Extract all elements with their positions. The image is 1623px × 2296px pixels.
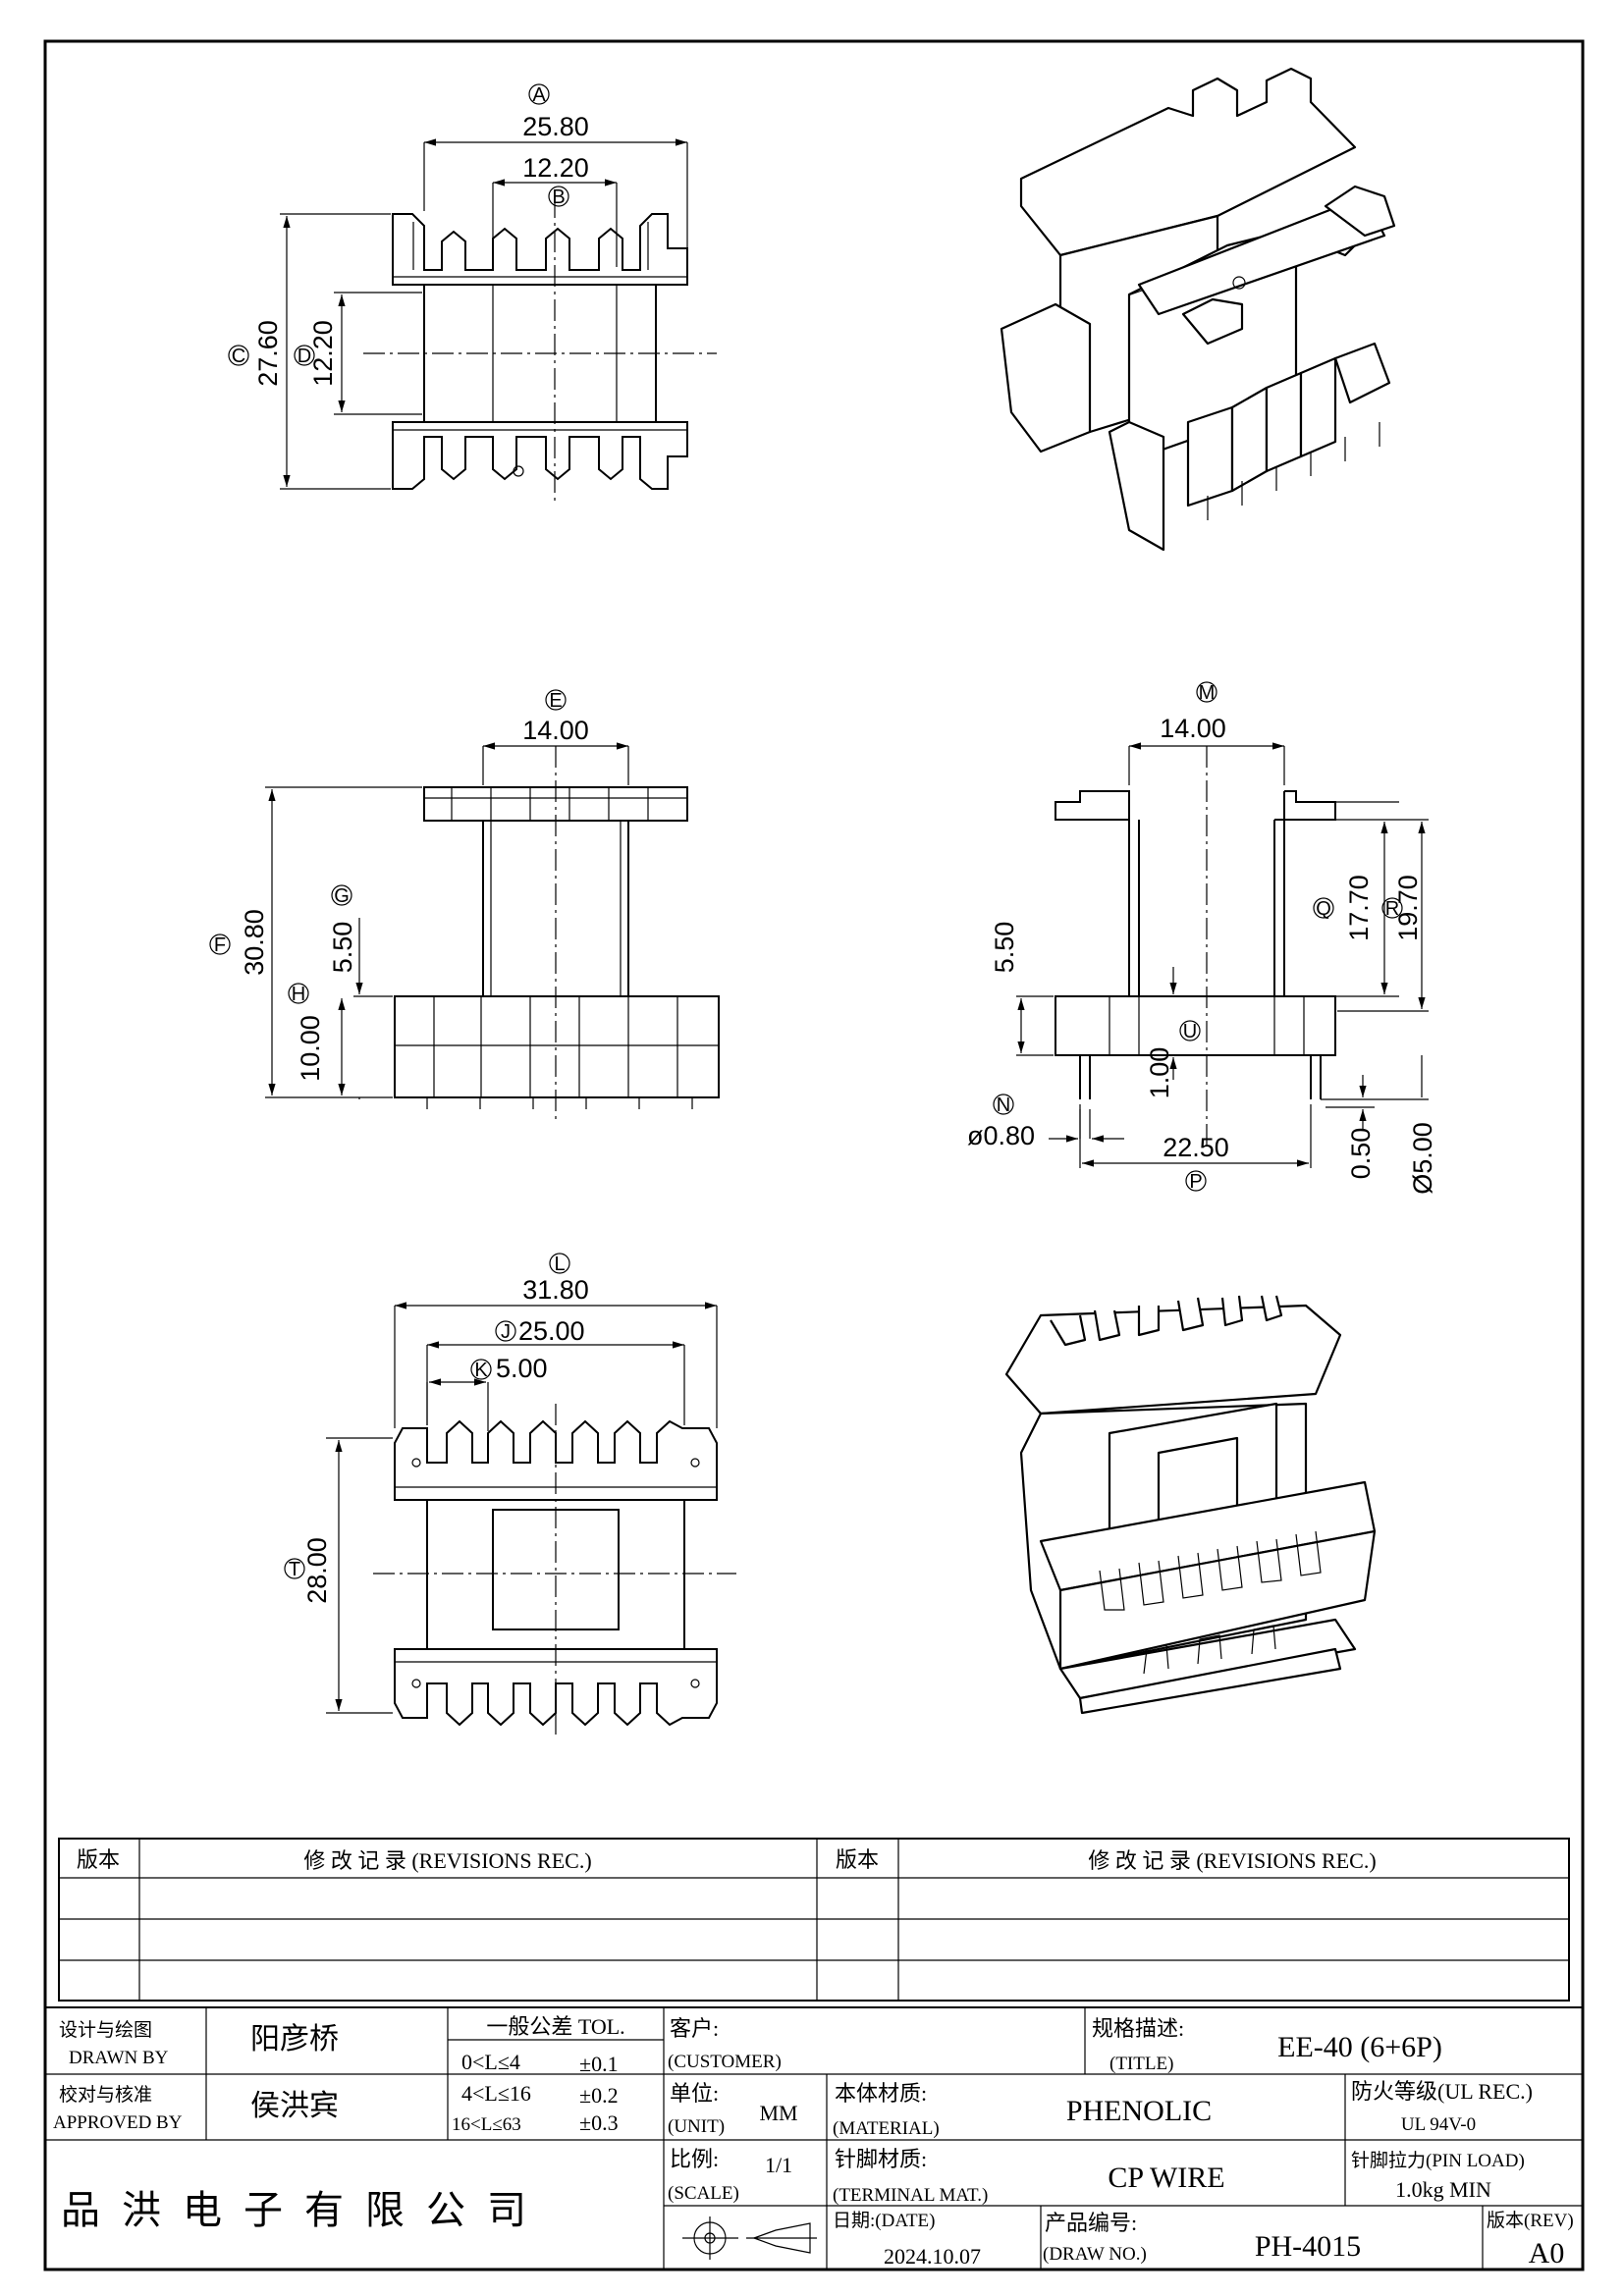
top-view: A 25.80 12.20 B 27.60 C 12.20 D xyxy=(228,83,717,501)
svg-text:M: M xyxy=(1199,682,1216,704)
title-value: EE-40 (6+6P) xyxy=(1277,2031,1442,2063)
dim-w: Ø5.00 xyxy=(1408,1122,1437,1195)
sheet-border xyxy=(43,39,1585,2271)
title-label-cn: 规格描述: xyxy=(1092,2016,1184,2041)
title-block: 设计与绘图 DRAWN BY 阳彦桥 校对与核准 APPROVED BY 侯洪宾… xyxy=(45,2006,1583,2269)
terminal-label-cn: 针脚材质: xyxy=(835,2147,927,2171)
drawno-label-cn: 产品编号: xyxy=(1045,2211,1137,2235)
svg-text:B: B xyxy=(552,187,565,208)
terminal-label-en: (TERMINAL MAT.) xyxy=(833,2185,988,2206)
dim-n: ø0.80 xyxy=(967,1121,1035,1150)
svg-text:N: N xyxy=(997,1095,1010,1116)
tol-value-2: ±0.2 xyxy=(579,2083,619,2108)
svg-text:Q: Q xyxy=(1316,898,1331,920)
drawn-by-label-cn: 设计与绘图 xyxy=(59,2019,152,2041)
isometric-view-top xyxy=(1000,67,1396,552)
dim-k: 5.00 xyxy=(496,1354,548,1383)
customer-label-cn: 客户: xyxy=(670,2016,719,2041)
drawno-label-en: (DRAW NO.) xyxy=(1043,2244,1147,2265)
tol-range-3: 16<L≤63 xyxy=(452,2114,521,2135)
rev-header-right: 版本 xyxy=(836,1847,879,1872)
dim-q: 17.70 xyxy=(1344,875,1374,941)
drawno-value: PH-4015 xyxy=(1255,2230,1361,2263)
isometric-view-bottom xyxy=(1004,1295,1377,1715)
front-view: E 14.00 F 30.80 G 5.50 H 10.00 xyxy=(209,689,720,1119)
svg-text:F: F xyxy=(214,934,226,956)
title-label-en: (TITLE) xyxy=(1109,2054,1173,2074)
tol-header: 一般公差 TOL. xyxy=(486,2014,624,2039)
svg-text:K: K xyxy=(474,1360,488,1381)
ul-label: 防火等级(UL REC.) xyxy=(1351,2079,1533,2104)
dim-t: 28.00 xyxy=(302,1537,332,1604)
unit-label-en: (UNIT) xyxy=(668,2116,725,2137)
dim-m: 14.00 xyxy=(1160,714,1226,743)
approved-name: 侯洪宾 xyxy=(250,2090,339,2122)
projection-symbol xyxy=(682,2216,817,2260)
bottom-view: L 31.80 J 25.00 K 5.00 T 28.00 xyxy=(284,1253,736,1737)
scale-label-cn: 比例: xyxy=(670,2147,719,2171)
tol-value-1: ±0.1 xyxy=(579,2052,619,2076)
revision-table: 版本 修 改 记 录 (REVISIONS REC.) 版本 修 改 记 录 (… xyxy=(58,1838,1570,2002)
approved-label-en: APPROVED BY xyxy=(53,2112,183,2133)
dim-r: 19.70 xyxy=(1393,875,1423,941)
pinload-label: 针脚拉力(PIN LOAD) xyxy=(1351,2150,1525,2171)
svg-text:U: U xyxy=(1183,1021,1197,1042)
dim-c: 27.60 xyxy=(253,320,283,387)
material-label-cn: 本体材质: xyxy=(835,2081,927,2106)
rec-header-right: 修 改 记 录 (REVISIONS REC.) xyxy=(1088,1848,1376,1873)
drawn-by-name: 阳彦桥 xyxy=(250,2023,339,2056)
rec-header-left: 修 改 记 录 (REVISIONS REC.) xyxy=(303,1848,591,1873)
side-view: M 14.00 Q 17.70 R 19.70 5.50 U 1.00 N ø0… xyxy=(967,681,1437,1195)
dim-j: 25.00 xyxy=(518,1316,585,1346)
pinload-value: 1.0kg MIN xyxy=(1395,2177,1491,2202)
dim-l: 31.80 xyxy=(522,1275,589,1305)
dim-p: 22.50 xyxy=(1163,1133,1229,1162)
dim-a: 25.80 xyxy=(522,112,589,141)
svg-text:C: C xyxy=(232,346,245,367)
terminal-value: CP WIRE xyxy=(1108,2162,1224,2194)
dim-b: 12.20 xyxy=(522,153,589,183)
tol-range-1: 0<L≤4 xyxy=(461,2050,520,2074)
date-label: 日期:(DATE) xyxy=(833,2210,935,2231)
tol-value-3: ±0.3 xyxy=(579,2110,619,2135)
company-name: 品洪电子有限公司 xyxy=(61,2188,548,2233)
rev-value: A0 xyxy=(1529,2237,1565,2269)
ul-value: UL 94V-0 xyxy=(1401,2114,1476,2135)
customer-label-en: (CUSTOMER) xyxy=(668,2052,782,2072)
svg-text:P: P xyxy=(1189,1171,1202,1193)
scale-value: 1/1 xyxy=(765,2153,792,2177)
dim-e: 14.00 xyxy=(522,716,589,745)
svg-text:R: R xyxy=(1385,898,1399,920)
dim-d: 12.20 xyxy=(308,320,338,387)
dim-g: 5.50 xyxy=(328,922,357,974)
dim-f: 30.80 xyxy=(240,909,269,976)
tol-range-2: 4<L≤16 xyxy=(461,2081,531,2106)
unit-label-cn: 单位: xyxy=(670,2081,719,2106)
approved-label-cn: 校对与核准 xyxy=(59,2084,152,2106)
dim-u: 1.00 xyxy=(1145,1047,1174,1099)
svg-text:G: G xyxy=(334,885,350,907)
svg-text:E: E xyxy=(549,690,562,712)
svg-text:T: T xyxy=(289,1559,300,1580)
dim-s: 5.50 xyxy=(990,922,1019,974)
drawn-by-label-en: DRAWN BY xyxy=(69,2048,169,2068)
svg-text:A: A xyxy=(532,84,546,106)
material-label-en: (MATERIAL) xyxy=(833,2118,940,2139)
svg-text:D: D xyxy=(298,346,311,367)
dim-h: 10.00 xyxy=(296,1015,325,1082)
material-value: PHENOLIC xyxy=(1066,2095,1212,2127)
scale-label-en: (SCALE) xyxy=(668,2183,739,2204)
rev-label: 版本(REV) xyxy=(1487,2210,1574,2231)
rev-header-left: 版本 xyxy=(77,1847,120,1872)
dim-v: 0.50 xyxy=(1346,1128,1376,1180)
unit-value: MM xyxy=(759,2101,797,2125)
date-value: 2024.10.07 xyxy=(884,2244,981,2269)
svg-text:J: J xyxy=(501,1321,511,1343)
svg-text:L: L xyxy=(554,1254,565,1275)
svg-text:H: H xyxy=(292,984,305,1005)
